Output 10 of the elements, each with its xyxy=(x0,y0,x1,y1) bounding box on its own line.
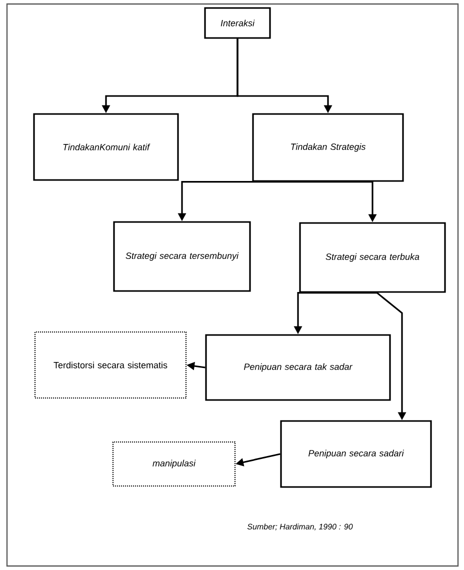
process-box: Interaksi xyxy=(204,7,271,39)
source-note: Sumber; Hardiman, 1990 : 90 xyxy=(247,524,353,530)
process-box: Penipuan secara sadari xyxy=(280,420,432,488)
process-box: Tindakan Strategis xyxy=(252,113,404,182)
process-box: Strategi secara terbuka xyxy=(299,222,446,293)
process-box: Penipuan secara tak sadar xyxy=(205,334,391,401)
process-box: Strategi secara tersembunyi xyxy=(113,221,251,292)
dotted-box: Terdistorsi secara sistematis xyxy=(34,332,186,398)
process-box: TindakanKomuni katif xyxy=(33,113,179,181)
dotted-box: manipulasi xyxy=(112,442,236,486)
